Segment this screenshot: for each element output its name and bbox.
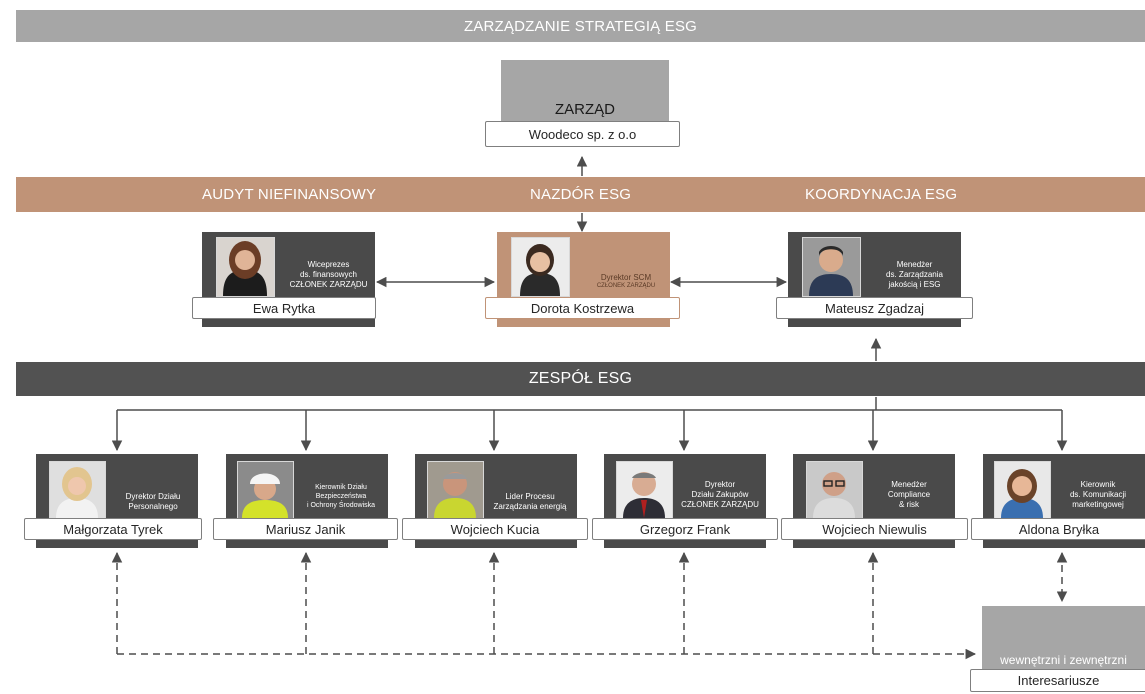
avatar <box>994 461 1051 519</box>
avatar <box>237 461 294 519</box>
name-label-frank: Grzegorz Frank <box>592 518 778 540</box>
board-company-label: Woodeco sp. z o.o <box>485 121 680 147</box>
strategy-band: ZARZĄDZANIE STRATEGIĄ ESG <box>16 10 1145 42</box>
name-label-niewulis: Wojciech Niewulis <box>781 518 968 540</box>
oversight-band: AUDYT NIEFINANSOWY NAZDÓR ESG KOORDYNACJ… <box>16 177 1145 212</box>
stakeholders-subtitle: wewnętrzni i zewnętrzni <box>1000 653 1127 667</box>
stakeholders-title: Interesariusze <box>970 669 1145 692</box>
coordination-label: KOORDYNACJA ESG <box>805 186 958 203</box>
avatar <box>49 461 106 519</box>
name-label-kucia: Wojciech Kucia <box>402 518 588 540</box>
audit-label: AUDYT NIEFINANSOWY <box>202 186 377 203</box>
name-label-rytka: Ewa Rytka <box>192 297 376 319</box>
avatar <box>427 461 484 519</box>
strategy-band-title: ZARZĄDZANIE STRATEGIĄ ESG <box>463 17 698 35</box>
board-title: ZARZĄD <box>555 101 615 118</box>
avatar <box>511 237 570 297</box>
name-label-brylka: Aldona Bryłka <box>971 518 1145 540</box>
name-label-janik: Mariusz Janik <box>213 518 398 540</box>
avatar <box>806 461 863 519</box>
stakeholders-box[interactable]: wewnętrzni i zewnętrzni <box>982 606 1145 674</box>
avatar <box>802 237 861 297</box>
team-band: ZESPÓŁ ESG <box>16 362 1145 396</box>
avatar <box>616 461 673 519</box>
name-label-tyrek: Małgorzata Tyrek <box>24 518 202 540</box>
name-label-kostrzewa: Dorota Kostrzewa <box>485 297 680 319</box>
avatar <box>216 237 275 297</box>
oversight-label: NAZDÓR ESG <box>530 186 632 203</box>
name-label-zgadzaj: Mateusz Zgadzaj <box>776 297 973 319</box>
team-band-title: ZESPÓŁ ESG <box>528 370 633 387</box>
